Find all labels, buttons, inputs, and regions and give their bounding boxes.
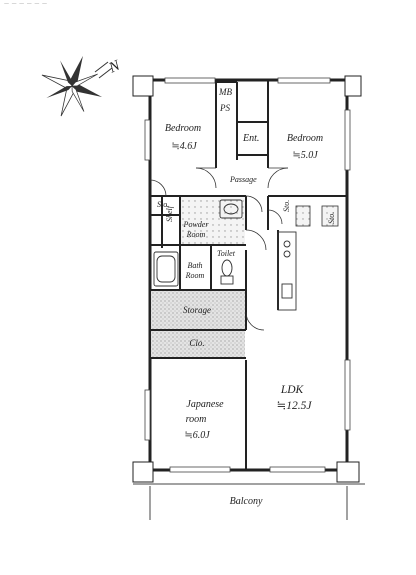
japanese-room-line2: room — [185, 414, 207, 425]
bath-room-line1: Bath — [187, 261, 203, 270]
balcony-label: Balcony — [229, 496, 263, 507]
door-swings — [149, 167, 289, 331]
shelf-label: Shelf — [165, 206, 174, 222]
sto-small-1-label: Sto. — [282, 199, 291, 212]
small-closets — [295, 205, 339, 227]
ldk-name: LDK — [280, 384, 304, 396]
balcony-outline — [133, 483, 365, 520]
bath-room-line2: Room — [185, 271, 205, 280]
ldk-size: ≒12.5J — [276, 400, 312, 412]
top-caption: — — — — — — — [4, 1, 48, 7]
passage-label: Passage — [230, 175, 257, 184]
powder-room-line2: Room — [186, 230, 206, 239]
toilet-icon — [220, 259, 234, 285]
bedroom-west-size: ≒4.6J — [171, 141, 197, 152]
toilet-label: Toilet — [217, 249, 235, 258]
washbasin-icon — [219, 199, 243, 219]
japanese-room-line1: Japanese — [186, 399, 224, 410]
bedroom-west-name: Bedroom — [164, 123, 202, 134]
entrance-label: Ent. — [243, 133, 260, 144]
closet-label: Clo. — [189, 338, 205, 348]
powder-room-line1: Powder — [183, 220, 209, 229]
mb-label: MB — [219, 87, 232, 97]
interior-walls — [150, 80, 347, 470]
storage-area — [151, 291, 245, 329]
closet-area — [151, 331, 245, 357]
bedroom-east-name: Bedroom — [286, 133, 324, 144]
sto-small-2-label: Sto. — [327, 211, 336, 224]
kitchen-counter — [277, 231, 297, 311]
storage-label: Storage — [183, 305, 211, 315]
wall-columns — [132, 75, 362, 483]
ps-label: PS — [220, 103, 230, 113]
bedroom-east-size: ≒5.0J — [292, 150, 318, 161]
japanese-room-size: ≒6.0J — [184, 430, 210, 441]
bathtub-icon — [153, 251, 179, 287]
windows — [144, 77, 351, 473]
shoe-storage-label: Sto. — [157, 200, 170, 209]
north-indicator — [94, 61, 113, 79]
compass-rose-icon — [41, 55, 103, 117]
